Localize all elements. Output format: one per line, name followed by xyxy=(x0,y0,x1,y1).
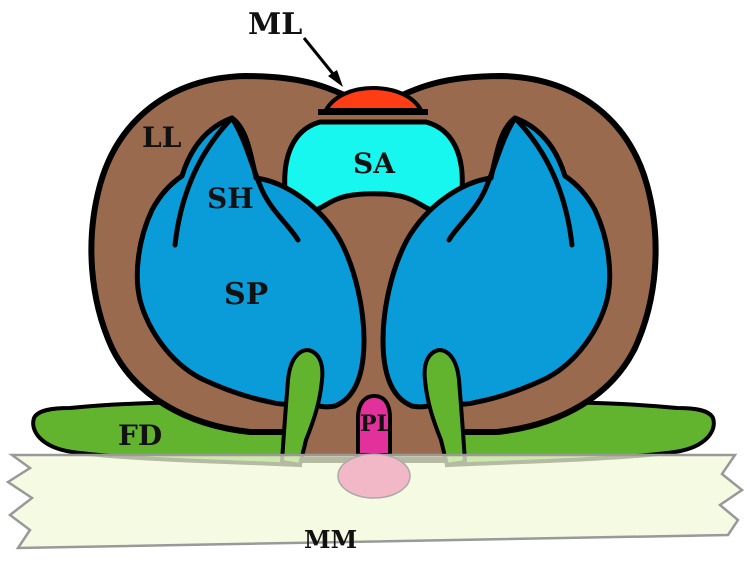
label-mm: MM xyxy=(304,525,357,554)
label-sp: SP xyxy=(224,277,268,312)
label-ll: LL xyxy=(142,121,182,154)
label-ml: ML xyxy=(248,7,302,42)
label-fd: FD xyxy=(118,419,162,452)
posterior-lobe-shadow xyxy=(338,454,410,498)
label-pl: PL xyxy=(360,411,392,437)
label-sa: SA xyxy=(353,147,396,180)
label-sh: SH xyxy=(207,182,254,215)
